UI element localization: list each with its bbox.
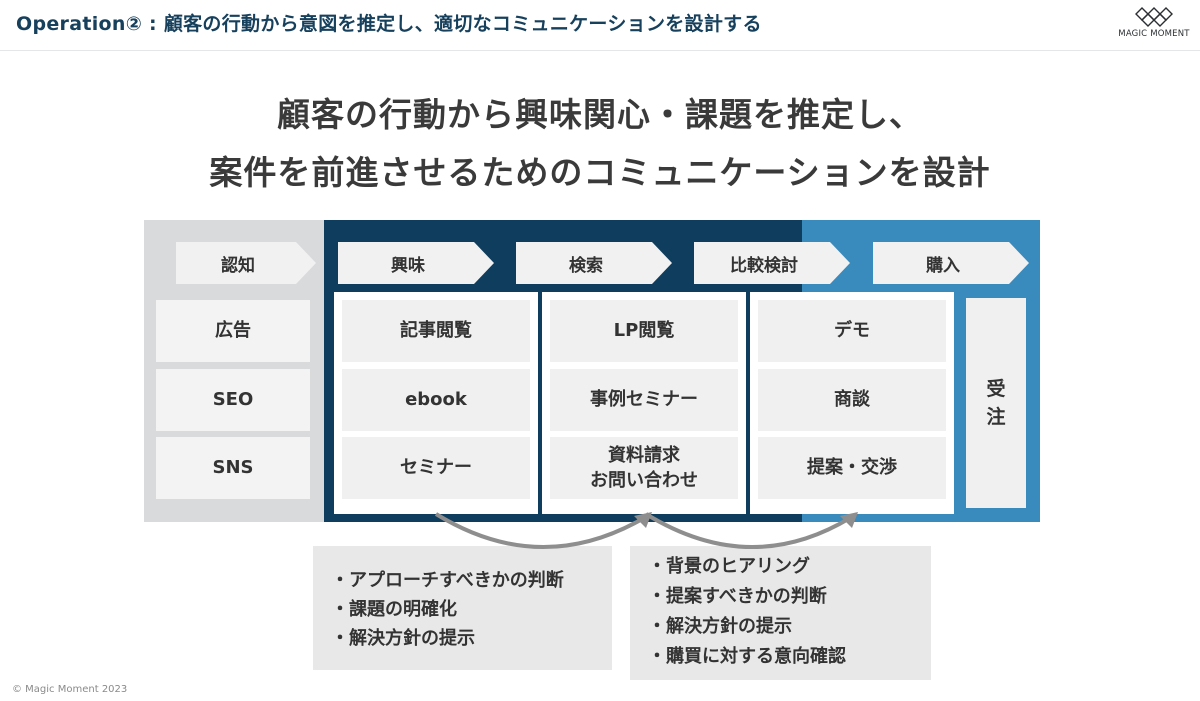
headline-line-1: 顧客の行動から興味関心・課題を推定し、: [277, 95, 923, 134]
interest-ebook: ebook: [342, 369, 530, 431]
slide-title: Operation② : 顧客の行動から意図を推定し、適切なコミュニケーションを…: [16, 13, 762, 35]
note-left-item: ・課題の明確化: [331, 599, 457, 620]
stage-interest: 興味: [338, 242, 494, 284]
note-right-item: ・解決方針の提示: [648, 616, 792, 637]
compare-proposal: 提案・交渉: [758, 437, 946, 499]
search-document-request: 資料請求: [608, 444, 680, 466]
notes-right: ・背景のヒアリング ・提案すべきかの判断 ・解決方針の提示 ・購買に対する意向確…: [630, 546, 931, 680]
channel-ad: 広告: [156, 300, 310, 362]
headline-line-2: 案件を前進させるためのコミュニケーションを設計: [209, 153, 991, 192]
note-right-item: ・提案すべきかの判断: [648, 586, 827, 607]
interest-seminar: セミナー: [342, 437, 530, 499]
order-received: 受注: [966, 298, 1026, 508]
arrow-search-to-compare: [644, 512, 852, 549]
stage-awareness: 認知: [176, 242, 316, 284]
compare-meeting: 商談: [758, 369, 946, 431]
stage-compare: 比較検討: [694, 242, 850, 284]
note-right-item: ・背景のヒアリング: [648, 556, 810, 577]
header-divider: [0, 50, 1200, 51]
search-case-seminar: 事例セミナー: [550, 369, 738, 431]
arrowhead-icon: [840, 512, 858, 528]
note-left-item: ・解決方針の提示: [331, 628, 475, 649]
compare-demo: デモ: [758, 300, 946, 362]
copyright: © Magic Moment 2023: [12, 684, 128, 695]
notes-left: ・アプローチすべきかの判断 ・課題の明確化 ・解決方針の提示: [313, 546, 612, 670]
search-lp-view: LP閲覧: [550, 300, 738, 362]
arrow-interest-to-search: [434, 512, 645, 549]
note-right-item: ・購買に対する意向確認: [648, 646, 846, 667]
logo-text: MAGIC MOMENT: [1118, 29, 1190, 39]
diamond-logo-icon: [1135, 7, 1173, 27]
interest-article-view: 記事閲覧: [342, 300, 530, 362]
note-left-item: ・アプローチすべきかの判断: [331, 570, 564, 591]
channel-seo: SEO: [156, 369, 310, 431]
magic-moment-logo: MAGIC MOMENT: [1118, 5, 1190, 45]
stage-purchase: 購入: [873, 242, 1029, 284]
stage-search: 検索: [516, 242, 672, 284]
search-contact: お問い合わせ: [590, 470, 698, 491]
search-inquiry: 資料請求 お問い合わせ: [550, 437, 738, 499]
channel-sns: SNS: [156, 437, 310, 499]
